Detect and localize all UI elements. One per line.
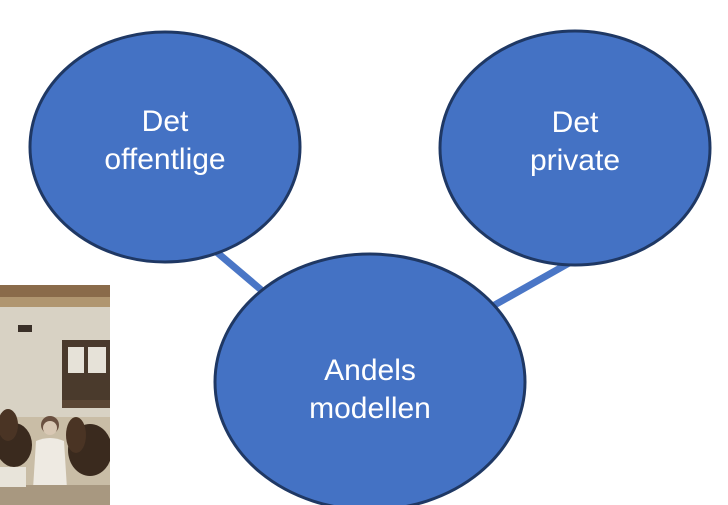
node-offentlige-label: Det offentlige bbox=[65, 103, 265, 179]
node-private-line1: Det bbox=[551, 106, 599, 139]
node-private bbox=[438, 29, 712, 267]
photo-image bbox=[0, 285, 110, 505]
node-offentlige-line1: Det bbox=[141, 105, 189, 138]
node-andels bbox=[213, 252, 527, 505]
node-private-label: Det private bbox=[475, 104, 675, 180]
node-offentlige-line2: offentlige bbox=[104, 143, 226, 176]
node-offentlige bbox=[28, 30, 302, 264]
node-andels-label: Andels modellen bbox=[270, 352, 470, 428]
node-private-line2: private bbox=[529, 144, 621, 177]
node-andels-line2: modellen bbox=[309, 392, 431, 425]
historical-photo bbox=[0, 285, 110, 505]
node-andels-line1: Andels bbox=[324, 354, 416, 387]
